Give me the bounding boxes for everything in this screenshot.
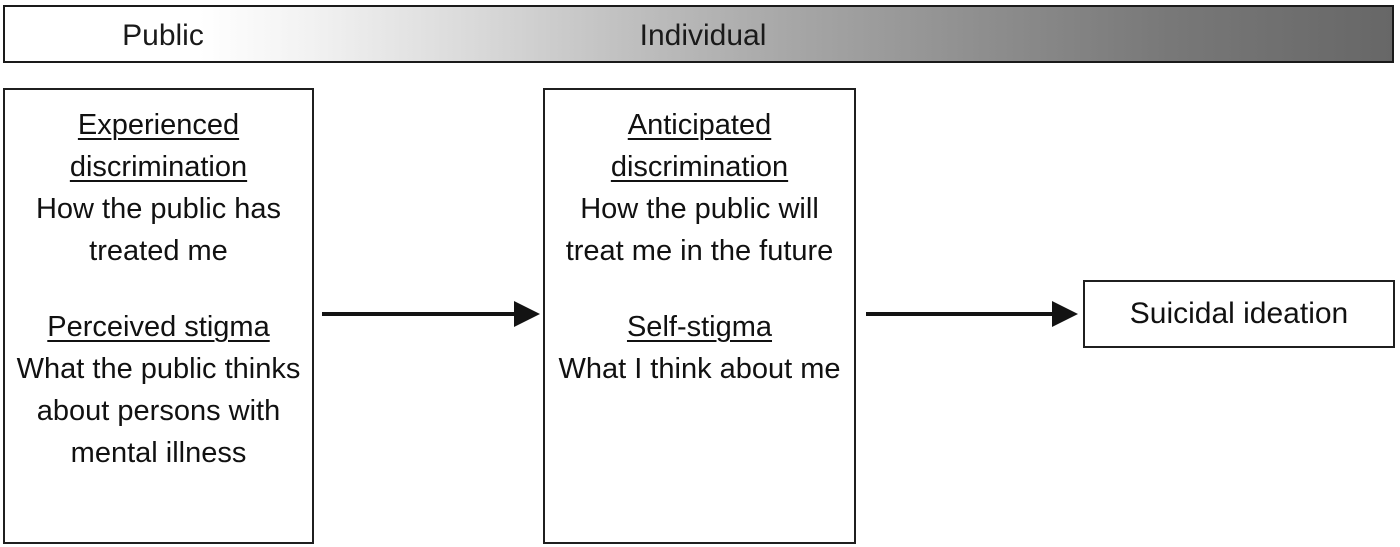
concept-title-experienced-discrimination: Experienced discrimination xyxy=(69,109,248,183)
continuum-label-public: Public xyxy=(122,19,204,52)
concept-description-anticipated-discrimination: How the public will treat me in the futu… xyxy=(565,193,834,267)
individual-stigma-content: Anticipated discrimination How the publi… xyxy=(545,90,854,390)
concept-title-anticipated-discrimination: Anticipated discrimination xyxy=(610,109,789,183)
concept-title-self-stigma: Self-stigma xyxy=(626,311,773,343)
outcome-box-suicidal-ideation: Suicidal ideation xyxy=(1083,280,1395,348)
arrow-right-icon xyxy=(322,301,540,327)
arrow-public-to-individual xyxy=(322,297,540,331)
public-stigma-box: Experienced discrimination How the publi… xyxy=(3,88,314,544)
concept-self-stigma: Self-stigma What I think about me xyxy=(553,306,846,390)
concept-perceived-stigma: Perceived stigma What the public thinks … xyxy=(13,306,304,474)
concept-description-perceived-stigma: What the public thinks about persons wit… xyxy=(16,353,301,469)
concept-experienced-discrimination: Experienced discrimination How the publi… xyxy=(13,104,304,272)
arrow-right-icon xyxy=(866,301,1078,327)
public-stigma-content: Experienced discrimination How the publi… xyxy=(5,90,312,474)
concept-anticipated-discrimination: Anticipated discrimination How the publi… xyxy=(553,104,846,272)
concept-description-self-stigma: What I think about me xyxy=(558,353,841,385)
continuum-label-individual: Individual xyxy=(639,19,767,52)
concept-title-perceived-stigma: Perceived stigma xyxy=(47,311,270,343)
outcome-label: Suicidal ideation xyxy=(1129,297,1349,330)
public-individual-continuum-bar: Public Individual xyxy=(3,5,1394,63)
individual-stigma-box: Anticipated discrimination How the publi… xyxy=(543,88,856,544)
arrow-individual-to-outcome xyxy=(866,297,1078,331)
concept-description-experienced-discrimination: How the public has treated me xyxy=(35,193,282,267)
